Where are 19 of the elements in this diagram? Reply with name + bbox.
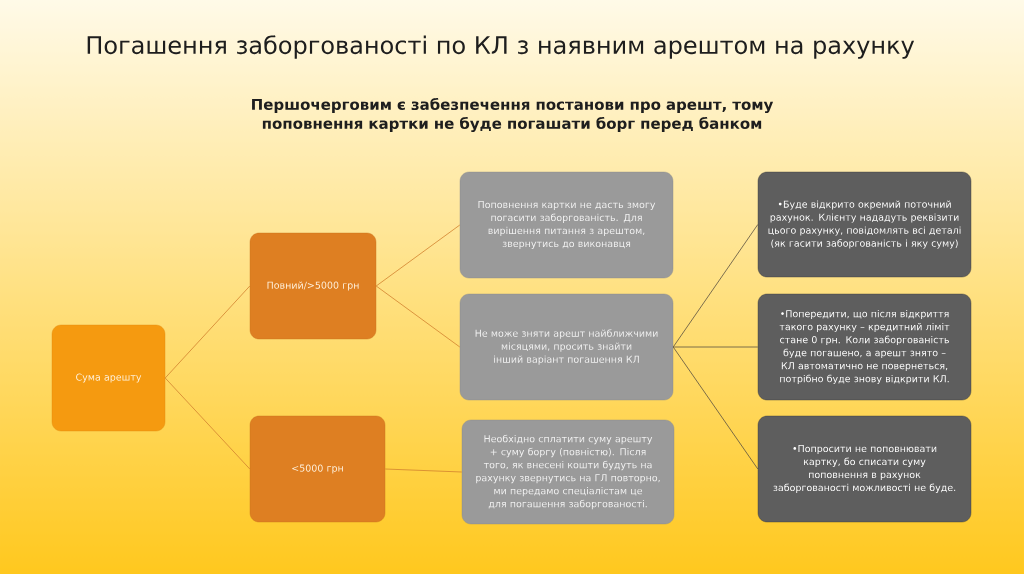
- connector-line: [672, 224, 759, 348]
- info-box: Необхідно сплатити суму арешту + суму боргу (повністю). Після того, як внесені кошти будуть на рахунку звернутись на ГЛ повторно, ми передамо спеціалістам це для погашення заборгованості.: [461, 419, 675, 525]
- info-box: Не може зняти арешт найближчими місяцями, просить знайти інший варіант погашення КЛ: [459, 293, 674, 401]
- info-box: Поповнення картки не дасть змогу погасити заборгованість. Для вирішення питання з арештом, звернутись до виконавця: [459, 171, 674, 279]
- condition-box: Повний/>5000 грн: [249, 232, 377, 340]
- subtitle: Першочерговим є забезпечення постанови про арешт, тому поповнення картки не буде погашати борг перед банком: [252, 97, 774, 133]
- note-box: •Буде відкрито окремий поточний рахунок. Клієнту нададуть реквізити цього рахунку, повідомлять всі деталі (як гасити заборгованість і яку суму): [757, 171, 972, 278]
- connector-line: [375, 285, 461, 348]
- connector-line: [164, 285, 251, 379]
- slide-title: Погашення заборгованості по КЛ з наявним арештом на рахунку: [87, 35, 915, 59]
- connector-line: [384, 468, 463, 473]
- condition-box: <5000 грн: [249, 415, 386, 523]
- amount-box: Сума арешту: [51, 324, 166, 432]
- note-box: •Попередити, що після відкриття такого рахунку – кредитний ліміт стане 0 грн. Коли заборгованість буде погашено, а арешт знято – КЛ автоматично не повернеться, потрібно буде знову відкрити КЛ.: [757, 293, 972, 401]
- connector-line: [672, 346, 759, 348]
- connector-line: [672, 346, 759, 470]
- note-box: •Попросити не поповнювати картку, бо списати суму поповнення в рахунок заборгованості можливості не буде.: [757, 415, 972, 523]
- connector-line: [375, 224, 461, 287]
- connector-line: [164, 377, 251, 470]
